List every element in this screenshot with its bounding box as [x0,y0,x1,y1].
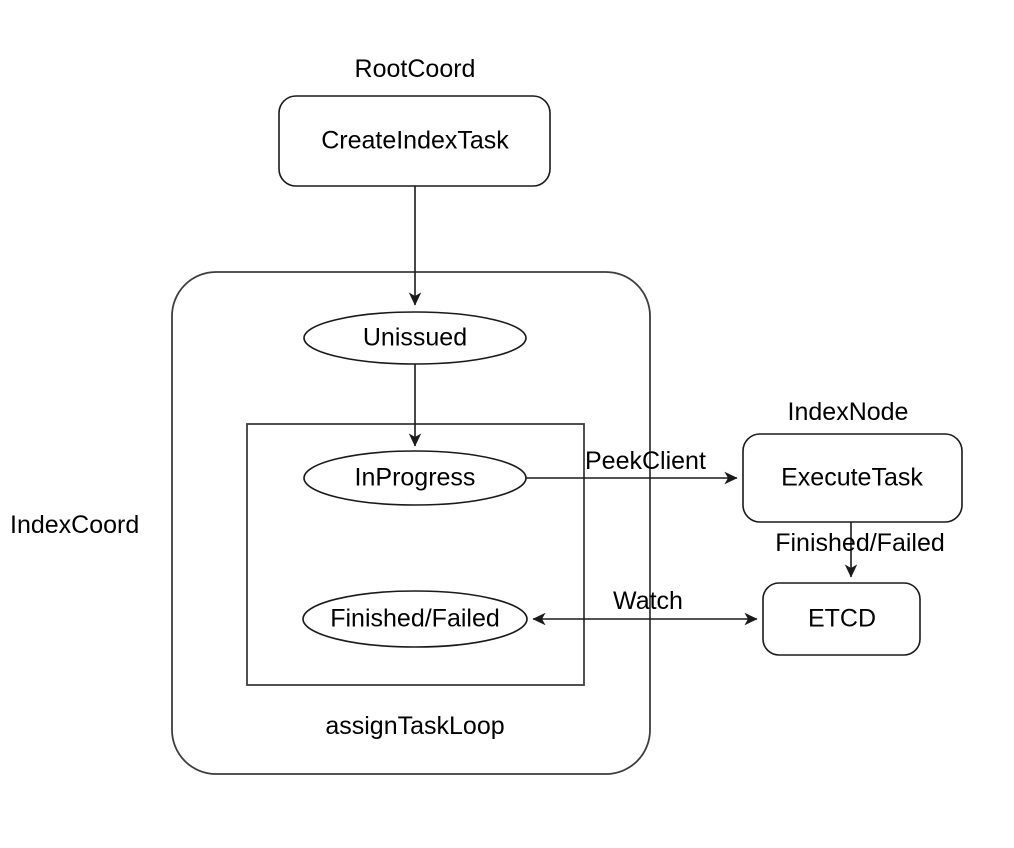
node-finished-failed[interactable]: Finished/Failed [302,590,528,648]
indexnode-label: IndexNode [788,398,909,426]
inprogress-label: InProgress [355,464,476,492]
node-execute-task[interactable]: IndexNode ExecuteTask [742,398,963,523]
assigntaskloop-label: assignTaskLoop [325,712,504,740]
node-inprogress[interactable]: InProgress [303,450,527,506]
node-etcd[interactable]: ETCD [762,582,921,656]
etcd-box[interactable] [762,582,921,656]
execute-task-label: ExecuteTask [781,464,923,492]
etcd-label: ETCD [808,605,876,633]
node-create-index-task[interactable]: RootCoord CreateIndexTask [278,55,551,187]
finished-failed-ellipse[interactable] [302,590,528,648]
edge-inprogress-to-execute[interactable]: PeekClient [525,447,738,485]
edge-execute-to-etcd[interactable]: Finished/Failed [775,522,945,578]
rootcoord-label: RootCoord [355,55,476,83]
create-index-task-label: CreateIndexTask [321,127,509,155]
unissued-ellipse[interactable] [303,311,527,365]
group-indexcoord[interactable]: IndexCoord [10,271,651,775]
execute-task-box[interactable] [742,433,963,523]
edge-label-finished-failed: Finished/Failed [775,529,945,557]
unissued-label: Unissued [363,324,467,352]
indexcoord-container[interactable] [171,271,651,775]
indexcoord-label: IndexCoord [10,511,139,539]
edge-etcd-to-finished[interactable]: Watch [532,587,758,626]
finished-failed-label: Finished/Failed [330,605,500,633]
edge-label-watch: Watch [613,587,683,615]
create-index-task-box[interactable] [278,95,551,187]
node-unissued[interactable]: Unissued [303,311,527,365]
edge-label-peekclient: PeekClient [585,447,706,475]
inprogress-ellipse[interactable] [303,450,527,506]
